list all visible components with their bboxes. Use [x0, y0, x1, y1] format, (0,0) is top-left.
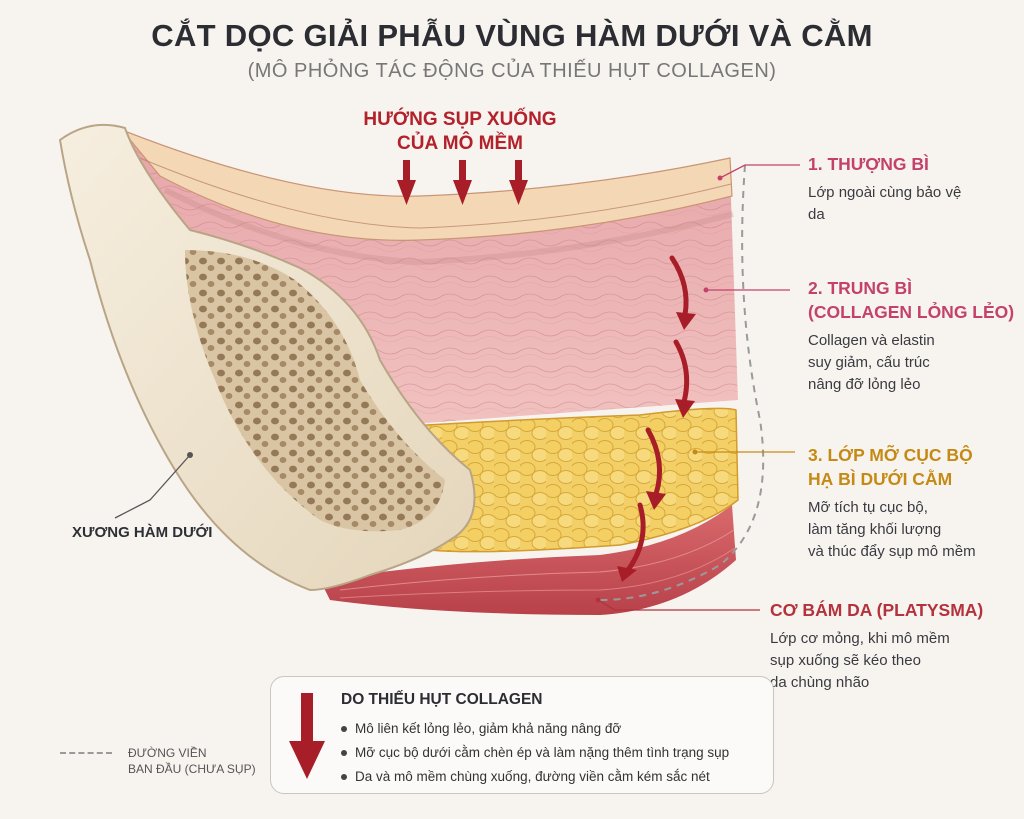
- leader-muscle: [597, 599, 760, 611]
- page-title: CẮT DỌC GIẢI PHẪU VÙNG HÀM DƯỚI VÀ CẰM: [151, 18, 873, 53]
- layer-fat-desc-3: và thúc đẩy sụp mô mềm: [808, 543, 976, 560]
- leader-bone: [114, 454, 191, 519]
- layer-fat-desc-1: Mỡ tích tụ cục bộ,: [808, 499, 928, 516]
- info-box-item: Mô liên kết lỏng lẻo, giảm khả năng nâng…: [341, 717, 729, 741]
- curved-sag-arrows: [625, 255, 690, 573]
- layer-epidermis-heading: 1. THƯỢNG BÌ: [808, 154, 929, 174]
- layer-muscle-desc-1: Lớp cơ mỏng, khi mô mềm: [770, 630, 950, 647]
- sag-direction-label: HƯỚNG SỤP XUỐNG CỦA MÔ MỀM: [330, 108, 590, 156]
- page-subtitle: (MÔ PHỎNG TÁC ĐỘNG CỦA THIẾU HỤT COLLAGE…: [247, 60, 777, 82]
- epidermis-layer: [120, 128, 733, 241]
- layer-muscle-desc-2: sụp xuống sẽ kéo theo: [770, 652, 921, 669]
- platysma-muscle: [320, 505, 736, 615]
- layer-muscle-label: CƠ BÁM DA (PLATYSMA) Lớp cơ mỏng, khi mô…: [770, 598, 1015, 694]
- layer-dermis-desc-2: suy giảm, cấu trúc: [808, 354, 930, 371]
- layer-dermis-label: 2. TRUNG BÌ (COLLAGEN LỎNG LẺO) Collagen…: [808, 276, 1018, 396]
- layer-dermis-heading-1: 2. TRUNG BÌ: [808, 278, 913, 298]
- down-arrow-icon: [289, 693, 325, 779]
- layer-fat-desc-2: làm tăng khối lượng: [808, 521, 942, 538]
- sag-arrows-top: [397, 160, 528, 205]
- original-contour-line: [599, 164, 765, 601]
- layer-muscle-desc-3: da chùng nhão: [770, 674, 870, 691]
- leader-epidermis: [719, 164, 800, 179]
- sag-direction-line-2: CỦA MÔ MỀM: [397, 133, 523, 154]
- layer-epidermis-label: 1. THƯỢNG BÌ Lớp ngoài cùng bảo vệ da: [808, 152, 1008, 226]
- layer-muscle-heading: CƠ BÁM DA (PLATYSMA): [770, 600, 984, 620]
- layer-fat-label: 3. LỚP MỠ CỤC BỘ HẠ BÌ DƯỚI CẰM Mỡ tích …: [808, 443, 1018, 563]
- legend-dash-icon: [60, 752, 112, 754]
- info-box-item: Da và mô mềm chùng xuống, đường viền cằm…: [341, 765, 729, 789]
- layer-fat-heading-1: 3. LỚP MỠ CỤC BỘ: [808, 445, 973, 465]
- legend-line-1: ĐƯỜNG VIỀN: [128, 746, 207, 760]
- legend-line-2: BAN ĐẦU (CHƯA SỤP): [128, 762, 256, 776]
- info-box-list: Mô liên kết lỏng lẻo, giảm khả năng nâng…: [341, 717, 729, 789]
- info-box-title: DO THIẾU HỤT COLLAGEN: [341, 691, 543, 708]
- layer-epidermis-desc-2: da: [808, 206, 825, 223]
- layer-dermis-desc-3: nâng đỡ lỏng lẻo: [808, 376, 921, 393]
- layer-dermis-desc-1: Collagen và elastin: [808, 332, 935, 349]
- info-box-item: Mỡ cục bộ dưới cằm chèn ép và làm nặng t…: [341, 741, 729, 765]
- legend-text: ĐƯỜNG VIỀN BAN ĐẦU (CHƯA SỤP): [128, 745, 268, 777]
- sag-direction-line-1: HƯỚNG SỤP XUỐNG: [363, 109, 557, 130]
- bone-label: XƯƠNG HÀM DƯỚI: [72, 524, 213, 541]
- layer-dermis-heading-2: (COLLAGEN LỎNG LẺO): [808, 302, 1015, 322]
- layer-fat-heading-2: HẠ BÌ DƯỚI CẰM: [808, 469, 953, 489]
- layer-epidermis-desc-1: Lớp ngoài cùng bảo vệ: [808, 184, 962, 201]
- collagen-info-box: DO THIẾU HỤT COLLAGEN Mô liên kết lỏng l…: [270, 676, 774, 794]
